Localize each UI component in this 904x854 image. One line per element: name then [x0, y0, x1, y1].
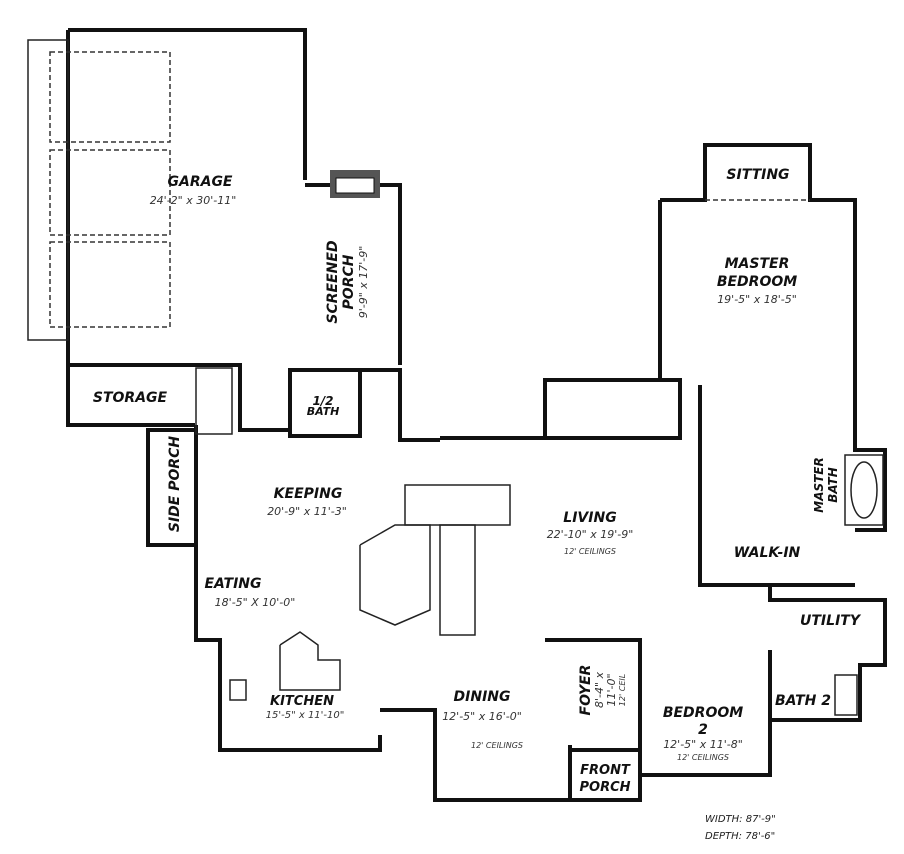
front-porch-label-2: PORCH	[579, 780, 630, 795]
storage-label: STORAGE	[93, 390, 168, 406]
foyer-dimensions-2: 11'-0"	[605, 673, 618, 706]
walls	[27, 28, 887, 802]
foyer-label: FOYER	[578, 665, 594, 716]
bedroom2-dimensions: 12'-5" x 11'-8"	[663, 738, 743, 751]
master-bedroom-label-2: BEDROOM	[717, 274, 797, 290]
half-bath-label-1: 1/2	[312, 394, 333, 408]
walk-in-label: WALK-IN	[734, 545, 801, 561]
plan-width: WIDTH: 87'-9"	[705, 814, 776, 825]
eating-dimensions: 18'-5" X 10'-0"	[215, 596, 296, 609]
bedroom2-label-1: BEDROOM	[663, 705, 743, 721]
screened-porch-label-2: PORCH	[341, 254, 357, 309]
front-porch-label-1: FRONT	[580, 763, 631, 778]
master-bath-label-2: BATH	[826, 467, 840, 503]
dining-ceiling: 12' CEILINGS	[471, 741, 523, 750]
garage-dimensions: 24'-2" x 30'-11"	[150, 194, 237, 207]
master-bedroom-label-1: MASTER	[725, 256, 790, 272]
utility-label: UTILITY	[800, 613, 862, 629]
garage-label: GARAGE	[168, 174, 233, 190]
foyer-dimensions-1: 8'-4" x	[593, 671, 606, 708]
living-label: LIVING	[563, 510, 616, 526]
sitting-label: SITTING	[726, 167, 789, 183]
bedroom2-ceiling: 12' CEILINGS	[677, 753, 729, 762]
bedroom2-label-2: 2	[698, 722, 708, 738]
master-bath-label-1: MASTER	[812, 457, 826, 513]
screened-porch-dimensions: 9'-9" x 17'-9"	[357, 246, 370, 319]
screened-porch-label-1: SCREENED	[325, 240, 341, 323]
plan-depth: DEPTH: 78'-6"	[705, 831, 775, 842]
room-labels: GARAGE 24'-2" x 30'-11" SCREENED PORCH 9…	[93, 167, 862, 842]
master-bedroom-dimensions: 19'-5" x 18'-5"	[717, 293, 797, 306]
keeping-dimensions: 20'-9" x 11'-3"	[267, 505, 347, 518]
side-porch-label: SIDE PORCH	[167, 436, 183, 533]
kitchen-dimensions: 15'-5" x 11'-10"	[266, 710, 345, 721]
half-bath-label-2: BATH	[307, 405, 340, 418]
foyer-ceiling: 12' CEIL	[618, 674, 627, 706]
kitchen-label: KITCHEN	[270, 694, 334, 709]
living-ceiling: 12' CEILINGS	[564, 547, 616, 556]
living-dimensions: 22'-10" x 19'-9"	[547, 528, 634, 541]
eating-label: EATING	[204, 576, 261, 592]
keeping-label: KEEPING	[274, 486, 343, 502]
dining-label: DINING	[454, 689, 511, 705]
bath2-label: BATH 2	[775, 693, 831, 709]
dining-dimensions: 12'-5" x 16'-0"	[442, 710, 522, 723]
